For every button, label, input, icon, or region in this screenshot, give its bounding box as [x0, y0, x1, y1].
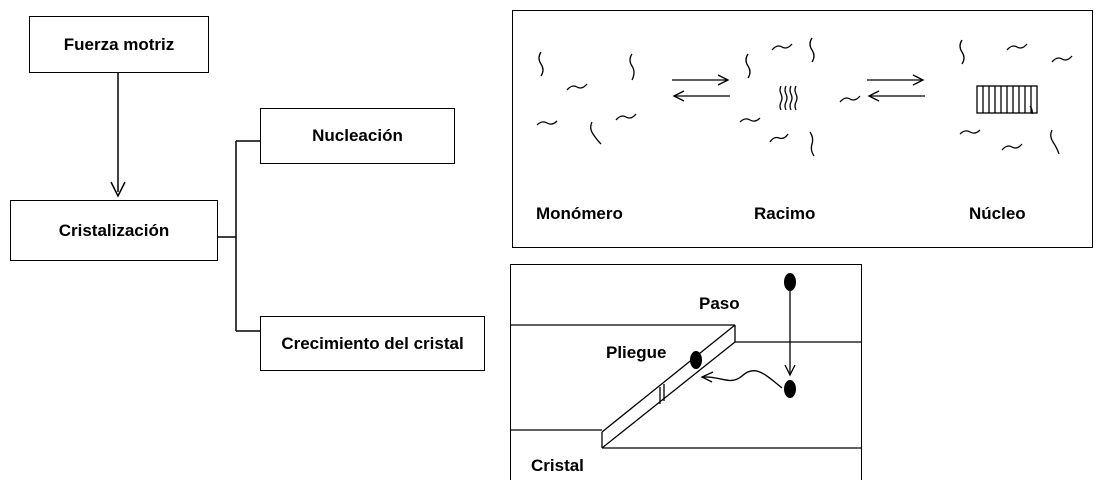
nucleation-panel: Monómero Racimo Núcleo: [512, 10, 1093, 248]
crystallization-box: Cristalización: [10, 200, 218, 261]
kink-label: Pliegue: [606, 343, 667, 362]
nucleation-label: Nucleación: [312, 126, 403, 145]
crystal-terrace: [509, 323, 861, 449]
driving-force-box: Fuerza motriz: [29, 16, 209, 73]
down-arrowhead: [110, 181, 126, 198]
nucleus-icon: [975, 84, 1038, 114]
cluster-label: Racimo: [754, 204, 816, 223]
nucleation-illustration: [536, 37, 1072, 156]
nucleation-box: Nucleación: [260, 108, 455, 164]
kink-molecule: [689, 350, 702, 369]
crystal-growth-panel: Paso Pliegue Cristal: [509, 264, 862, 480]
adsorbed-molecule: [783, 379, 796, 398]
equilibrium-arrows-1: [671, 73, 730, 102]
cluster-icon: [778, 85, 798, 110]
step-label: Paso: [699, 294, 740, 313]
crystallization-label: Cristalización: [58, 220, 170, 240]
monomer-squiggles: [536, 37, 1072, 156]
equilibrium-arrows-2: [866, 73, 925, 102]
crystal-growth-illustration: [509, 272, 861, 449]
driving-force-label: Fuerza motriz: [63, 34, 175, 54]
crystal-label: Cristal: [531, 456, 584, 475]
crystal-growth-box: Crecimiento del cristal: [260, 316, 485, 371]
incoming-molecule: [783, 272, 796, 291]
crystal-growth-label: Crecimiento del cristal: [281, 333, 464, 353]
deposition-arrow: [783, 290, 796, 376]
nucleus-label: Núcleo: [969, 204, 1026, 223]
monomer-label: Monómero: [536, 204, 623, 223]
diffusion-arrow: [699, 369, 782, 389]
